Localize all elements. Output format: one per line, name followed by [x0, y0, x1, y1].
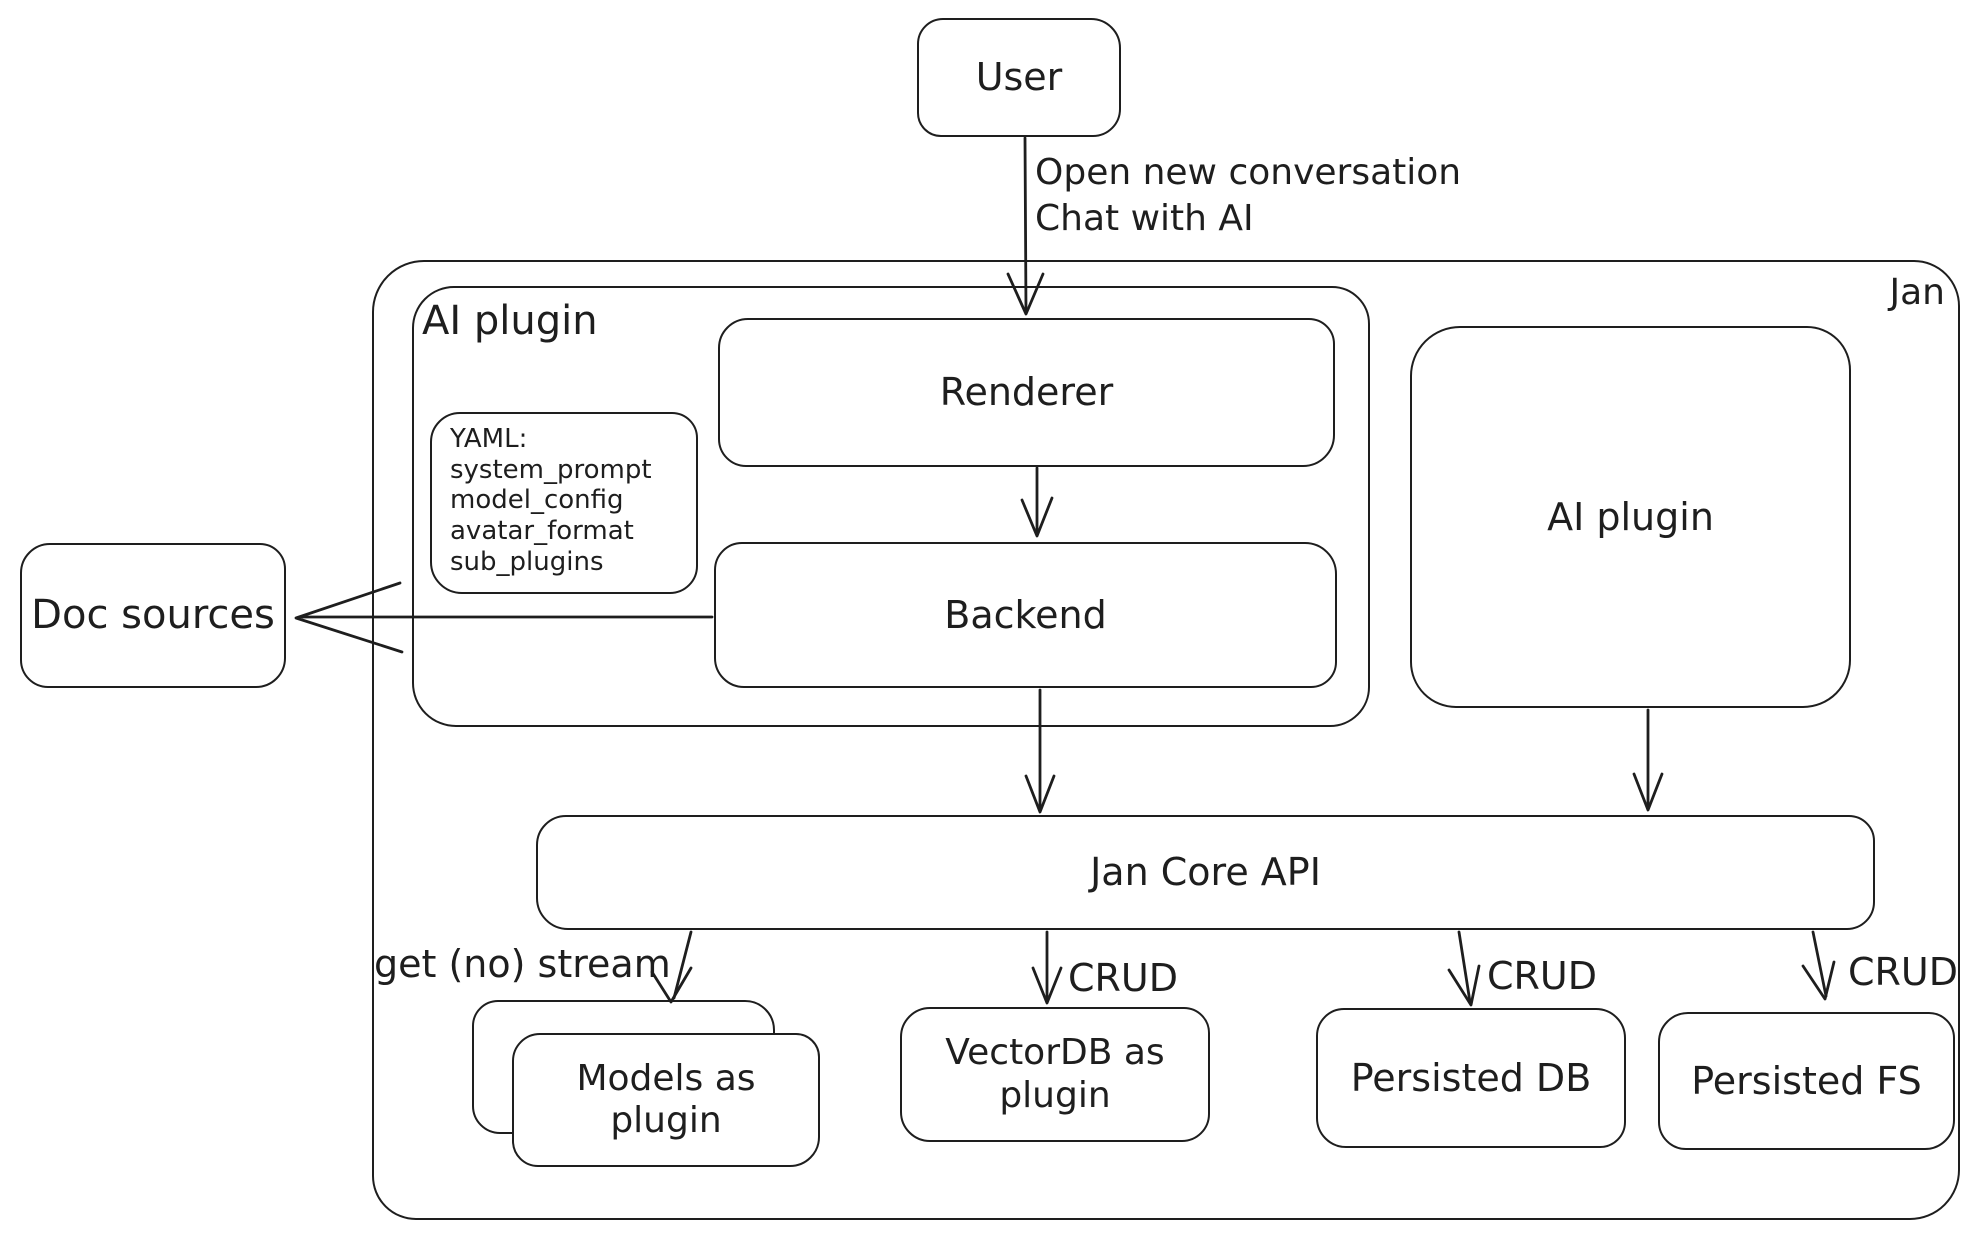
node-persisted-fs: Persisted FS — [1658, 1012, 1955, 1150]
node-models-as-plugin: Models as plugin — [512, 1033, 820, 1167]
node-persisted-db: Persisted DB — [1316, 1008, 1626, 1148]
node-vectordb-line1: VectorDB as — [945, 1032, 1165, 1074]
yaml-note: YAML: system_prompt model_config avatar_… — [430, 412, 698, 594]
node-doc-sources: Doc sources — [20, 543, 286, 688]
node-persisted-fs-label: Persisted FS — [1691, 1058, 1922, 1103]
edge-label-open-conversation: Open new conversation Chat with AI — [1035, 150, 1461, 242]
yaml-line: avatar_format — [450, 516, 634, 547]
jan-container-label: Jan — [1889, 272, 1946, 313]
node-vectordb-line2: plugin — [999, 1074, 1111, 1116]
node-ai-plugin-label: AI plugin — [1547, 494, 1714, 539]
yaml-line: sub_plugins — [450, 546, 604, 577]
node-renderer-label: Renderer — [939, 370, 1114, 415]
yaml-line: system_prompt — [450, 454, 652, 485]
yaml-line: YAML: — [450, 424, 528, 454]
edge-label-crud-vectordb: CRUD — [1068, 956, 1179, 1000]
edge-label-get-no-stream: get (no) stream — [374, 942, 671, 986]
ai-plugin-container-label: AI plugin — [422, 298, 598, 344]
node-jan-core-api: Jan Core API — [536, 815, 1875, 930]
yaml-line: model_config — [450, 485, 624, 516]
node-ai-plugin: AI plugin — [1410, 326, 1851, 708]
node-vectordb-as-plugin: VectorDB as plugin — [900, 1007, 1210, 1142]
node-jan-core-api-label: Jan Core API — [1090, 850, 1321, 895]
node-persisted-db-label: Persisted DB — [1350, 1055, 1592, 1100]
node-doc-sources-label: Doc sources — [31, 591, 275, 638]
node-models-as-plugin-line2: plugin — [610, 1100, 722, 1141]
node-backend-label: Backend — [944, 592, 1107, 637]
edge-label-crud-persisted-db: CRUD — [1487, 954, 1598, 998]
edge-label-line1: Open new conversation — [1035, 152, 1462, 193]
node-user: User — [917, 18, 1121, 137]
jan-container — [372, 260, 1960, 1220]
node-models-as-plugin-line1: Models as — [576, 1057, 756, 1099]
edge-label-crud-persisted-fs: CRUD — [1848, 950, 1959, 994]
node-backend: Backend — [714, 542, 1337, 688]
node-user-label: User — [975, 55, 1063, 100]
edge-label-line2: Chat with AI — [1035, 198, 1254, 240]
ai-plugin-container — [412, 286, 1370, 727]
node-renderer: Renderer — [718, 318, 1335, 467]
